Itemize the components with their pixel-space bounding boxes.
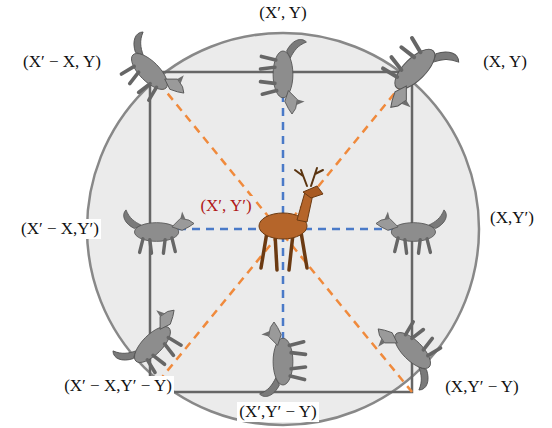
coordinate-label: (X′, Y′): [198, 196, 253, 216]
coordinate-label: (X,Y′): [488, 208, 536, 228]
coordinate-label: (X, Y): [481, 52, 529, 72]
coordinate-label: (X,Y′ − Y): [443, 377, 521, 397]
coordinate-label: (X′,Y′ − Y): [237, 402, 318, 422]
coordinate-label: (X′ − X,Y′ − Y): [62, 376, 174, 396]
coordinate-label: (X′, Y): [257, 3, 308, 23]
coordinate-label: (X′ − X,Y′): [19, 219, 101, 239]
coordinate-label: (X′ − X, Y): [21, 52, 103, 72]
